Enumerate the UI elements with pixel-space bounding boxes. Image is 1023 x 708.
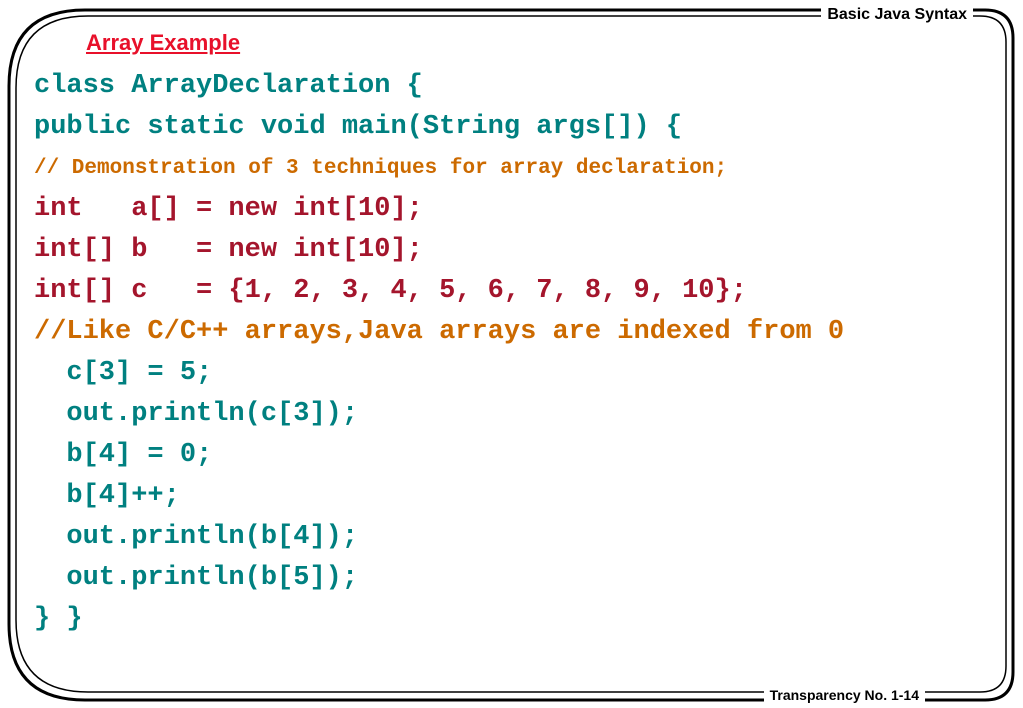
code-block: class ArrayDeclaration { public static vo… (34, 66, 844, 640)
code-line: int[] b = new int[10]; (34, 235, 423, 265)
code-line: //Like C/C++ arrays,Java arrays are inde… (34, 317, 845, 347)
code-line: int a[] = new int[10]; (34, 194, 423, 224)
slide-title: Array Example (86, 30, 241, 55)
code-line: b[4] = 0; (34, 440, 213, 470)
code-line: int[] c = {1, 2, 3, 4, 5, 6, 7, 8, 9, 10… (34, 276, 747, 306)
code-line: c[3] = 5; (34, 358, 213, 388)
section-title: Basic Java Syntax (821, 6, 973, 24)
code-line: out.println(b[4]); (34, 522, 359, 552)
code-line: out.println(c[3]); (34, 399, 359, 429)
code-line: // Demonstration of 3 techniques for arr… (34, 157, 728, 180)
code-line: b[4]++; (34, 481, 180, 511)
code-line: class ArrayDeclaration { (34, 71, 423, 101)
code-line: out.println(b[5]); (34, 563, 359, 593)
code-line: public static void main(String args[]) { (34, 112, 683, 142)
code-line: } } (34, 604, 83, 634)
transparency-number: Transparency No. 1-14 (763, 687, 925, 703)
